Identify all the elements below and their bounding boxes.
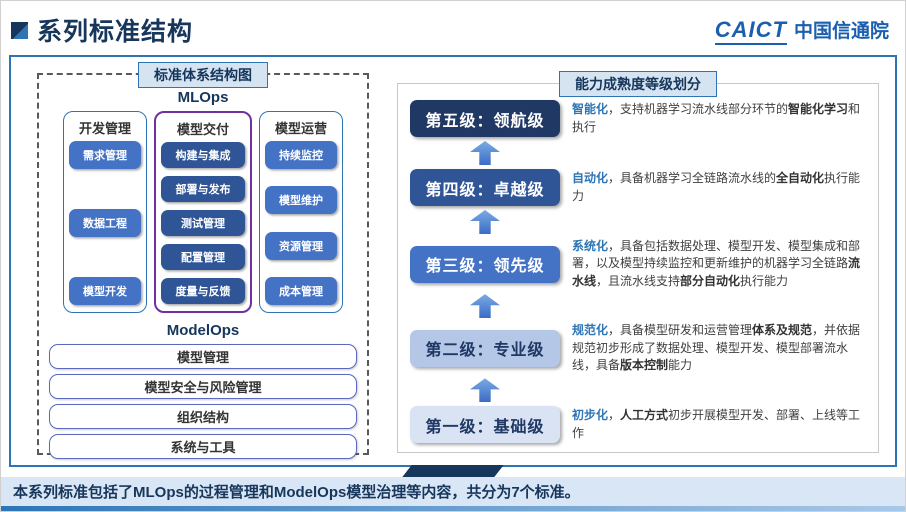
- desc-segment: ，具备模型研发和运营管理: [608, 323, 753, 338]
- footer-note: 本系列标准包括了MLOps的过程管理和ModelOps模型治理等内容，共分为7个…: [1, 477, 905, 506]
- mlops-heading: MLOps: [177, 89, 229, 106]
- column-items: 构建与集成部署与发布测试管理配置管理度量与反馈: [161, 142, 245, 304]
- up-arrow-icon: [470, 378, 500, 403]
- process-item: 度量与反馈: [161, 278, 245, 304]
- caict-logo-cn-text: 中国信通院: [793, 20, 889, 42]
- maturity-levels: 第五级：领航级智能化，支持机器学习流水线部分环节的智能化学习和执行第四级：卓越级…: [410, 100, 868, 444]
- desc-segment: ，且流水线支持: [596, 273, 681, 288]
- bottom-strip: [1, 506, 905, 511]
- level-description: 自动化，具备机器学习全链路流水线的全自动化执行能力: [560, 170, 868, 205]
- desc-segment: 版本控制: [620, 357, 669, 372]
- up-arrow-icon: [470, 294, 500, 319]
- footer-decoration: [402, 465, 504, 477]
- up-arrow-icon: [470, 141, 500, 165]
- desc-segment: ，并依据规范初步形成了数据处理、模型开发、模型部署流水线，具备: [572, 323, 861, 372]
- mlops-column: 开发管理需求管理数据工程模型开发: [63, 111, 147, 313]
- process-item: 构建与集成: [161, 142, 245, 168]
- arrow-row: [410, 377, 868, 403]
- footer-text: 本系列标准包括了MLOps的过程管理和ModelOps模型治理等内容，共分为7个…: [13, 484, 580, 501]
- page-title: 系列标准结构: [37, 18, 194, 46]
- modelops-row: 模型安全与风险管理: [49, 374, 357, 399]
- column-items: 需求管理数据工程模型开发: [69, 141, 141, 305]
- column-header: 开发管理: [78, 121, 131, 136]
- process-item: 需求管理: [69, 141, 141, 169]
- maturity-level-row: 第二级：专业级规范化，具备模型研发和运营管理体系及规范，并依据规范初步形成了数据…: [410, 322, 868, 374]
- process-item: 成本管理: [265, 276, 337, 305]
- desc-segment: 智能化: [572, 102, 609, 117]
- desc-segment: 初步开展模型开发、部署、上线等工作: [572, 408, 861, 440]
- modelops-row: 组织结构: [49, 404, 357, 429]
- maturity-panel: 能力成熟度等级划分 第五级：领航级智能化，支持机器学习流水线部分环节的智能化学习…: [397, 71, 879, 453]
- caict-logo-text: CAICT: [714, 17, 787, 45]
- desc-segment: ，支持机器学习流水线部分环节的: [608, 102, 789, 117]
- level-badge: 第一级：基础级: [410, 406, 560, 444]
- modelops-row: 系统与工具: [49, 434, 357, 459]
- desc-segment: 流水线: [572, 256, 861, 288]
- modelops-heading: ModelOps: [166, 322, 240, 339]
- level-badge: 第二级：专业级: [410, 329, 560, 367]
- content-area: 标准体系结构图 MLOps 开发管理需求管理数据工程模型开发模型交付构建与集成部…: [9, 55, 897, 467]
- process-item: 持续监控: [265, 141, 337, 169]
- process-item: 数据工程: [69, 209, 141, 237]
- level-description: 系统化，具备包括数据处理、模型开发、模型集成和部署，以及模型持续监控和更新维护的…: [560, 238, 868, 290]
- level-description: 初步化，人工方式初步开展模型开发、部署、上线等工作: [560, 407, 868, 442]
- desc-segment: 能力: [668, 357, 693, 372]
- desc-segment: 体系及规范: [752, 323, 813, 338]
- desc-segment: 初步化: [572, 408, 609, 423]
- standard-structure-panel: 标准体系结构图 MLOps 开发管理需求管理数据工程模型开发模型交付构建与集成部…: [37, 62, 369, 459]
- arrow-row: [410, 140, 868, 166]
- modelops-row: 模型管理: [49, 344, 357, 369]
- process-item: 配置管理: [161, 244, 245, 270]
- up-arrow-icon: [470, 210, 500, 234]
- modelops-rows: 模型管理模型安全与风险管理组织结构系统与工具: [49, 344, 357, 459]
- right-panel-title: 能力成熟度等级划分: [559, 71, 717, 97]
- desc-segment: 执行能力: [572, 171, 861, 203]
- desc-segment: 人工方式: [620, 408, 669, 423]
- level-badge: 第五级：领航级: [410, 100, 560, 137]
- desc-segment: 和执行: [572, 102, 861, 134]
- title-bullet-icon: [11, 21, 28, 39]
- maturity-level-row: 第五级：领航级智能化，支持机器学习流水线部分环节的智能化学习和执行: [410, 100, 868, 137]
- level-description: 智能化，支持机器学习流水线部分环节的智能化学习和执行: [560, 101, 868, 136]
- level-badge: 第三级：领先级: [410, 245, 560, 283]
- process-item: 模型维护: [265, 186, 337, 215]
- desc-segment: ，具备包括数据处理、模型开发、模型集成和部署，以及模型持续监控和更新维护的机器学…: [572, 239, 861, 271]
- level-badge: 第四级：卓越级: [410, 169, 560, 206]
- desc-segment: 自动化: [572, 171, 609, 186]
- column-header: 模型运营: [274, 121, 327, 136]
- arrow-row: [410, 293, 868, 319]
- desc-segment: ，具备机器学习全链路流水线的: [608, 171, 777, 186]
- caict-logo: CAICT 中国信通院: [714, 16, 889, 45]
- desc-segment: 智能化学习: [788, 102, 849, 117]
- desc-segment: 系统化: [572, 239, 609, 253]
- title-block: 系列标准结构: [11, 12, 193, 48]
- desc-segment: 部分自动化: [680, 273, 741, 288]
- desc-segment: ，: [608, 408, 621, 423]
- column-items: 持续监控模型维护资源管理成本管理: [265, 141, 337, 305]
- maturity-level-row: 第三级：领先级系统化，具备包括数据处理、模型开发、模型集成和部署，以及模型持续监…: [410, 238, 868, 290]
- maturity-level-row: 第一级：基础级初步化，人工方式初步开展模型开发、部署、上线等工作: [410, 406, 868, 444]
- mlops-columns: 开发管理需求管理数据工程模型开发模型交付构建与集成部署与发布测试管理配置管理度量…: [49, 111, 357, 313]
- maturity-level-row: 第四级：卓越级自动化，具备机器学习全链路流水线的全自动化执行能力: [410, 169, 868, 206]
- mlops-column: 模型交付构建与集成部署与发布测试管理配置管理度量与反馈: [154, 111, 252, 313]
- process-item: 测试管理: [161, 210, 245, 236]
- header: 系列标准结构 CAICT 中国信通院: [1, 1, 905, 53]
- desc-segment: 规范化: [572, 323, 609, 338]
- left-panel-title: 标准体系结构图: [138, 62, 268, 88]
- mlops-column: 模型运营持续监控模型维护资源管理成本管理: [259, 111, 343, 313]
- process-item: 资源管理: [265, 231, 337, 260]
- process-item: 部署与发布: [161, 176, 245, 202]
- column-header: 模型交付: [176, 122, 229, 137]
- desc-segment: 执行能力: [740, 273, 789, 288]
- desc-segment: 全自动化: [776, 171, 825, 186]
- process-item: 模型开发: [69, 277, 141, 305]
- level-description: 规范化，具备模型研发和运营管理体系及规范，并依据规范初步形成了数据处理、模型开发…: [560, 322, 868, 374]
- arrow-row: [410, 209, 868, 235]
